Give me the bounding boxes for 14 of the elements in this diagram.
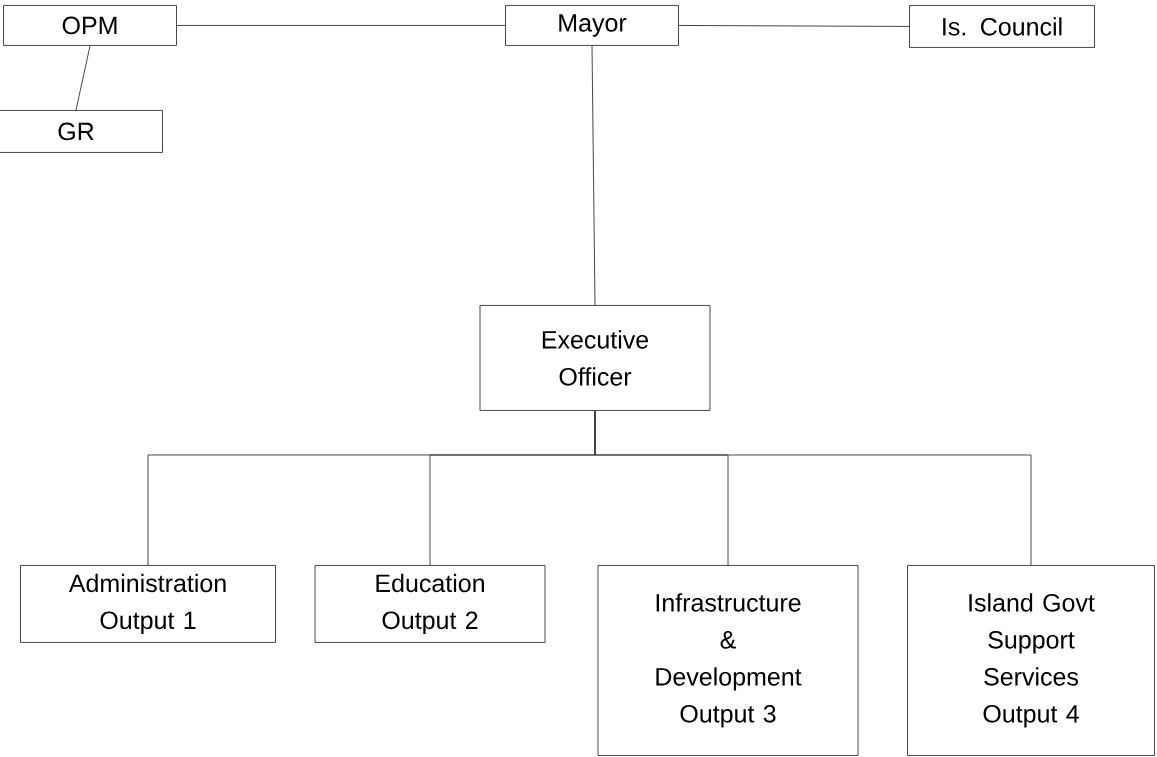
org-box: Administration Output 1 — [20, 565, 276, 643]
connector-line — [75, 45, 91, 111]
connector-line — [678, 25, 910, 27]
org-box: Executive Officer — [479, 305, 711, 411]
org-box: Education Output 2 — [314, 565, 546, 643]
org-box: Island Govt Support Services Output 4 — [907, 565, 1155, 756]
connector-line — [594, 410, 1032, 566]
org-box: OPM — [3, 5, 177, 46]
org-box: Is. Council — [909, 5, 1095, 48]
org-box: GR — [0, 110, 163, 153]
connector-line — [176, 25, 506, 26]
connector-line — [591, 45, 596, 306]
org-box: Mayor — [505, 5, 679, 46]
org-box: Infrastructure & Development Output 3 — [597, 565, 859, 756]
